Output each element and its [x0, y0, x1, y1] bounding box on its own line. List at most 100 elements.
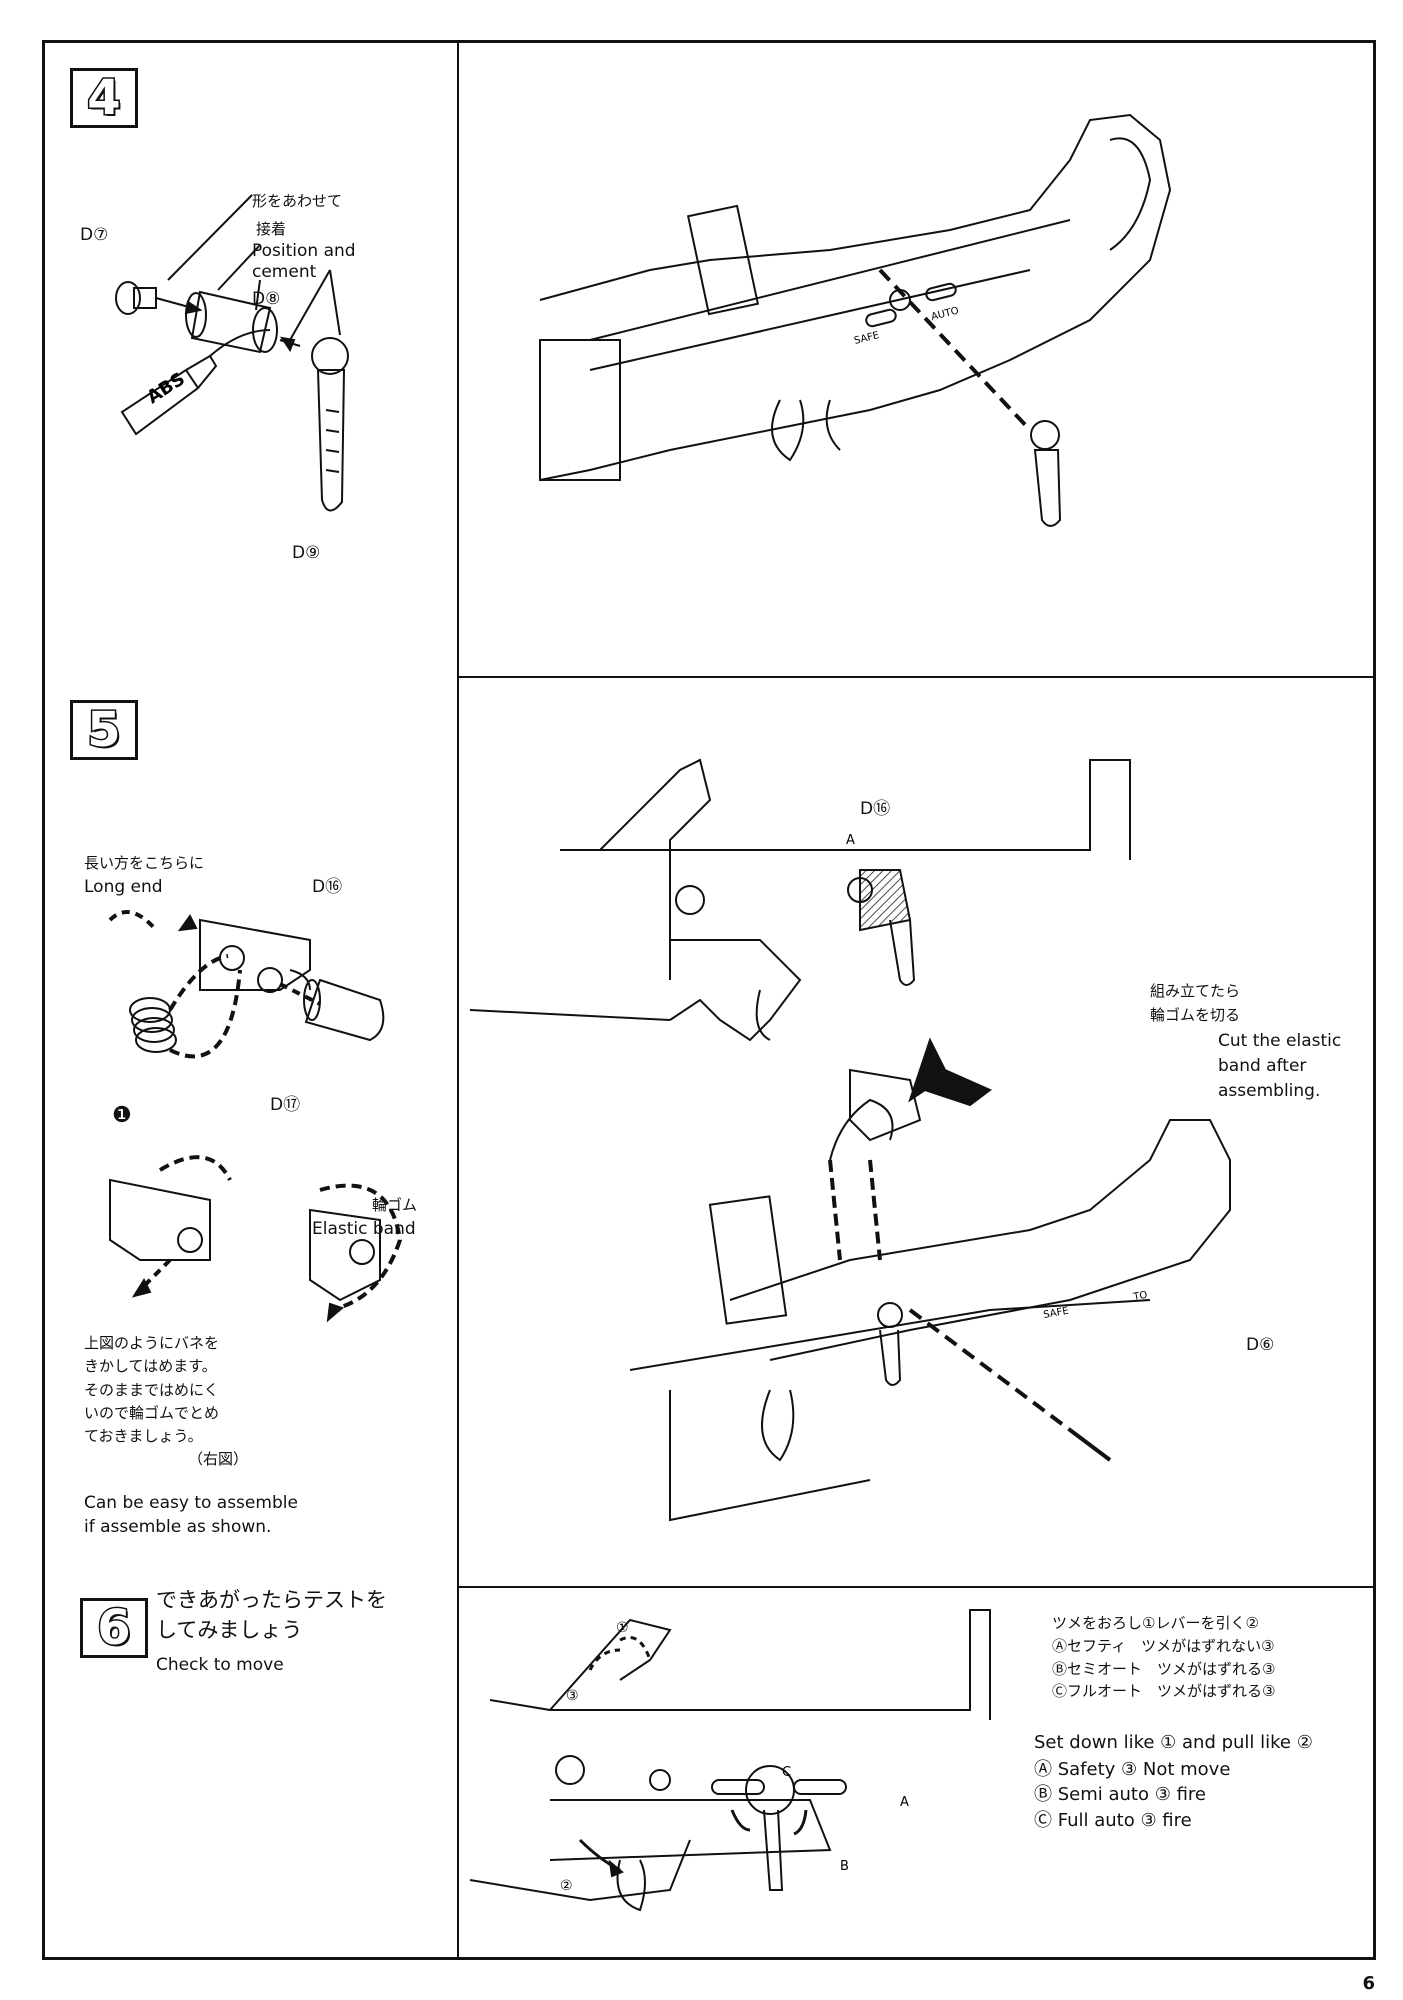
cut-band-jp-1: 組み立てたら [1150, 982, 1241, 1000]
upper-receiver-outline [600, 760, 1130, 860]
row-divider-1 [457, 676, 1376, 678]
step4-note-en-2: cement [252, 262, 317, 282]
step4-note-jp-1: 形をあわせて [252, 192, 343, 210]
step4-parts-diagram: ABS [60, 180, 440, 560]
step6-test-drawing: ① ③ ② C A B [470, 1600, 1030, 1920]
row-divider-2 [457, 1586, 1376, 1588]
spring-note-line: きかしてはめます。 [84, 1357, 217, 1376]
test-instructions-jp: ツメをおろし①レバーを引く② Ⓐセフティ ツメがはずれない③ Ⓑセミオート ツメ… [1052, 1612, 1275, 1703]
step-5-number: 5 [70, 700, 138, 760]
part-d7-knob [116, 282, 140, 314]
selector-part-lever [1035, 450, 1060, 526]
fig-label-b: B [840, 1859, 849, 1874]
step5-receiver-drawing: A SAFE TO [470, 740, 1350, 1540]
long-end-en: Long end [84, 877, 163, 897]
spring-note-line: いので輪ゴムでとめ [84, 1403, 220, 1422]
spring-note-line: ておきましょう。 [84, 1427, 203, 1445]
part-label-d9: D⑨ [292, 543, 321, 563]
column-divider [457, 40, 459, 1960]
test-line-jp: Ⓐセフティ ツメがはずれない③ [1052, 1636, 1275, 1655]
spring-note-line: （右図） [188, 1450, 249, 1469]
part-d17-pin [306, 980, 383, 1040]
leader-line [330, 270, 340, 335]
step5-spring-diagram [80, 880, 420, 1320]
lower-receiver-outline [540, 115, 1170, 480]
fig-label-a: A [900, 1795, 909, 1810]
test-line-en: Ⓒ Full auto ③ fire [1034, 1809, 1192, 1831]
test-line-en: Set down like ① and pull like ② [1034, 1732, 1313, 1753]
cut-band-en-1: Cut the elastic [1218, 1031, 1342, 1051]
spring-note-en-2: if assemble as shown. [84, 1517, 272, 1537]
step4-receiver-drawing: SAFE AUTO [470, 100, 1350, 570]
fig-label-2: ② [560, 1878, 573, 1894]
page-number: 6 [1362, 1973, 1375, 1994]
sear-bracket [200, 920, 310, 990]
part-d8-body [192, 292, 270, 352]
part-d7-shaft [134, 288, 156, 308]
test-line-jp: Ⓑセミオート ツメがはずれる③ [1052, 1659, 1276, 1678]
test-line-jp: Ⓒフルオート ツメがはずれる③ [1052, 1682, 1276, 1701]
spring-note-jp: 上図のようにバネを きかしてはめます。 そのままではめにく いので輪ゴムでとめ … [84, 1332, 248, 1472]
selector-disc [712, 1766, 846, 1890]
part-label-d16-left: D⑯ [312, 877, 343, 897]
spring-note-line: そのままではめにく [84, 1380, 219, 1399]
selector-auto-mark: TO [1132, 1290, 1149, 1303]
upper-trigger-group [670, 940, 800, 1040]
lower-bolt-catch [710, 1196, 786, 1323]
receiver-outline [550, 1610, 990, 1720]
lower-receiver-outline [730, 1120, 1230, 1360]
cut-band-en-2: band after [1218, 1056, 1307, 1076]
insertion-path [880, 270, 1030, 430]
test-line-jp: ツメをおろし①レバーを引く② [1052, 1614, 1259, 1632]
d6-insertion-path [910, 1310, 1070, 1430]
spring-note-en-1: Can be easy to assemble [84, 1493, 298, 1513]
sear-with-band [850, 1070, 920, 1140]
step-6-number: 6 [80, 1598, 148, 1658]
upper-bolt-catch [600, 760, 710, 980]
leader-line [290, 270, 330, 340]
part-label-d6: D⑥ [1246, 1335, 1275, 1355]
cut-band-en-3: assembling. [1218, 1081, 1321, 1101]
bolt-catch [688, 206, 758, 314]
sear-view-right [310, 1210, 380, 1300]
long-end-jp: 長い方をこちらに [84, 854, 205, 872]
trigger [772, 400, 803, 460]
selector-auto-mark: AUTO [930, 305, 960, 323]
fig-label-1: ① [616, 1620, 629, 1636]
abs-label: ABS [143, 368, 189, 408]
spring-note-line: 上図のようにバネを [84, 1334, 220, 1352]
leader-line [218, 245, 260, 290]
step4-note-en-1: Position and [252, 241, 356, 261]
step6-title-en: Check to move [156, 1655, 284, 1675]
part-d9-hub [312, 338, 348, 374]
test-line-en: Ⓐ Safety ③ Not move [1034, 1759, 1231, 1781]
label-a: A [846, 833, 855, 848]
step4-note-jp-2: 接着 [256, 220, 287, 238]
part-d9-lever [318, 370, 344, 511]
part-d8-end [253, 308, 277, 352]
magwell-section [540, 340, 620, 480]
elastic-band-en: Elastic band [312, 1219, 416, 1239]
coil-spring [130, 998, 176, 1052]
selector-safe-mark: SAFE [853, 330, 880, 347]
step6-title-jp-1: できあがったらテストを [156, 1588, 387, 1612]
selector-safe-mark: SAFE [1043, 1306, 1070, 1321]
lower-selector [880, 1330, 900, 1385]
part-label-d16-right: D⑯ [860, 799, 891, 819]
hammer [550, 1620, 670, 1710]
selector-part-hub [1031, 421, 1059, 449]
test-trigger [618, 1860, 646, 1910]
part-label-1: ❶ [112, 1103, 132, 1128]
test-instructions-en: Set down like ① and pull like ② Ⓐ Safety… [1034, 1730, 1313, 1833]
cut-band-jp-2: 輪ゴムを切る [1150, 1006, 1241, 1024]
part-label-d17: D⑰ [270, 1095, 301, 1115]
step-4-number: 4 [70, 68, 138, 128]
lower-trigger [762, 1390, 793, 1460]
assembly-arrow [910, 1040, 990, 1105]
fig-label-3: ③ [566, 1688, 579, 1704]
upper-selector [890, 920, 914, 985]
part-label-d7: D⑦ [80, 225, 109, 245]
test-line-en: Ⓑ Semi auto ③ fire [1034, 1784, 1206, 1806]
buffer-tube-ring [1110, 138, 1150, 250]
step6-title-jp-2: してみましょう [156, 1618, 303, 1642]
